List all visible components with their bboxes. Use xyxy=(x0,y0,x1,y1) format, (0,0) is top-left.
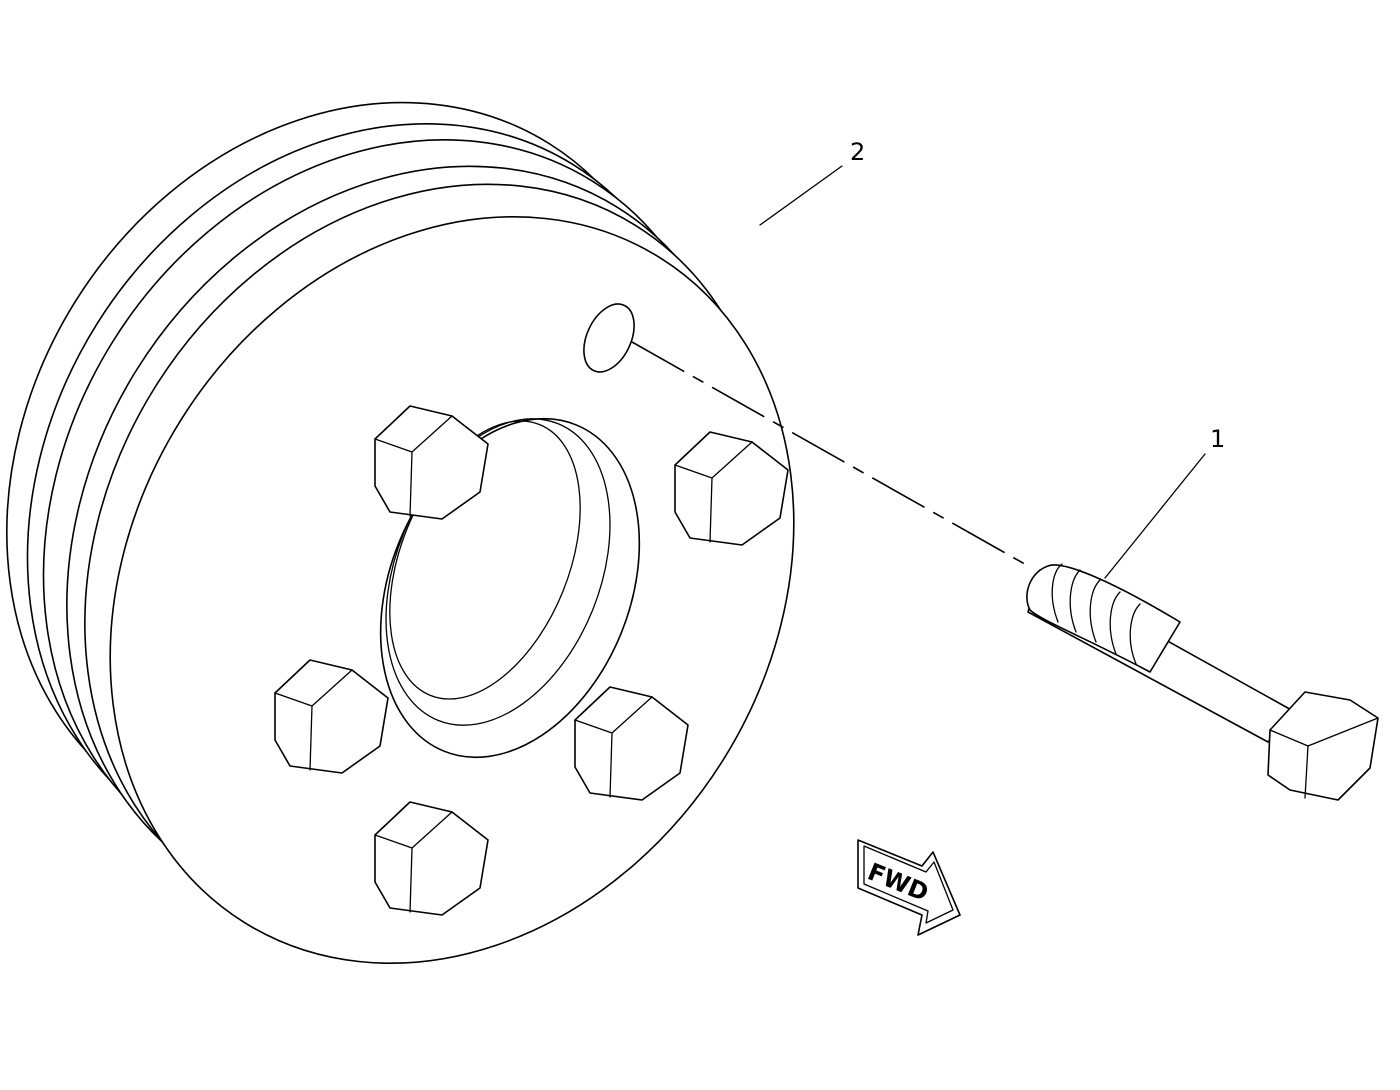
bolt xyxy=(1026,563,1379,801)
hex-nut-top-right xyxy=(674,431,789,546)
forward-direction-arrow: FWD xyxy=(857,839,961,936)
hub-assembly xyxy=(6,101,795,964)
bolt-thread xyxy=(1026,564,1181,673)
hex-nut-bottom xyxy=(374,801,489,916)
callout-1-leader xyxy=(1104,453,1206,579)
callout-1-label: 1 xyxy=(1210,425,1225,453)
bore-chamfer xyxy=(385,418,611,726)
hex-nut-mid-left xyxy=(274,659,389,774)
bolt-hole xyxy=(583,303,635,373)
bolt-head xyxy=(1267,691,1379,801)
hex-nut-top-left xyxy=(374,405,489,520)
bore-inner-wall xyxy=(389,420,581,700)
callout-2-leader xyxy=(759,165,843,226)
callout-2-label: 2 xyxy=(850,138,865,166)
hex-nut-mid-right xyxy=(574,686,689,801)
assembly-centerline xyxy=(631,341,1031,568)
